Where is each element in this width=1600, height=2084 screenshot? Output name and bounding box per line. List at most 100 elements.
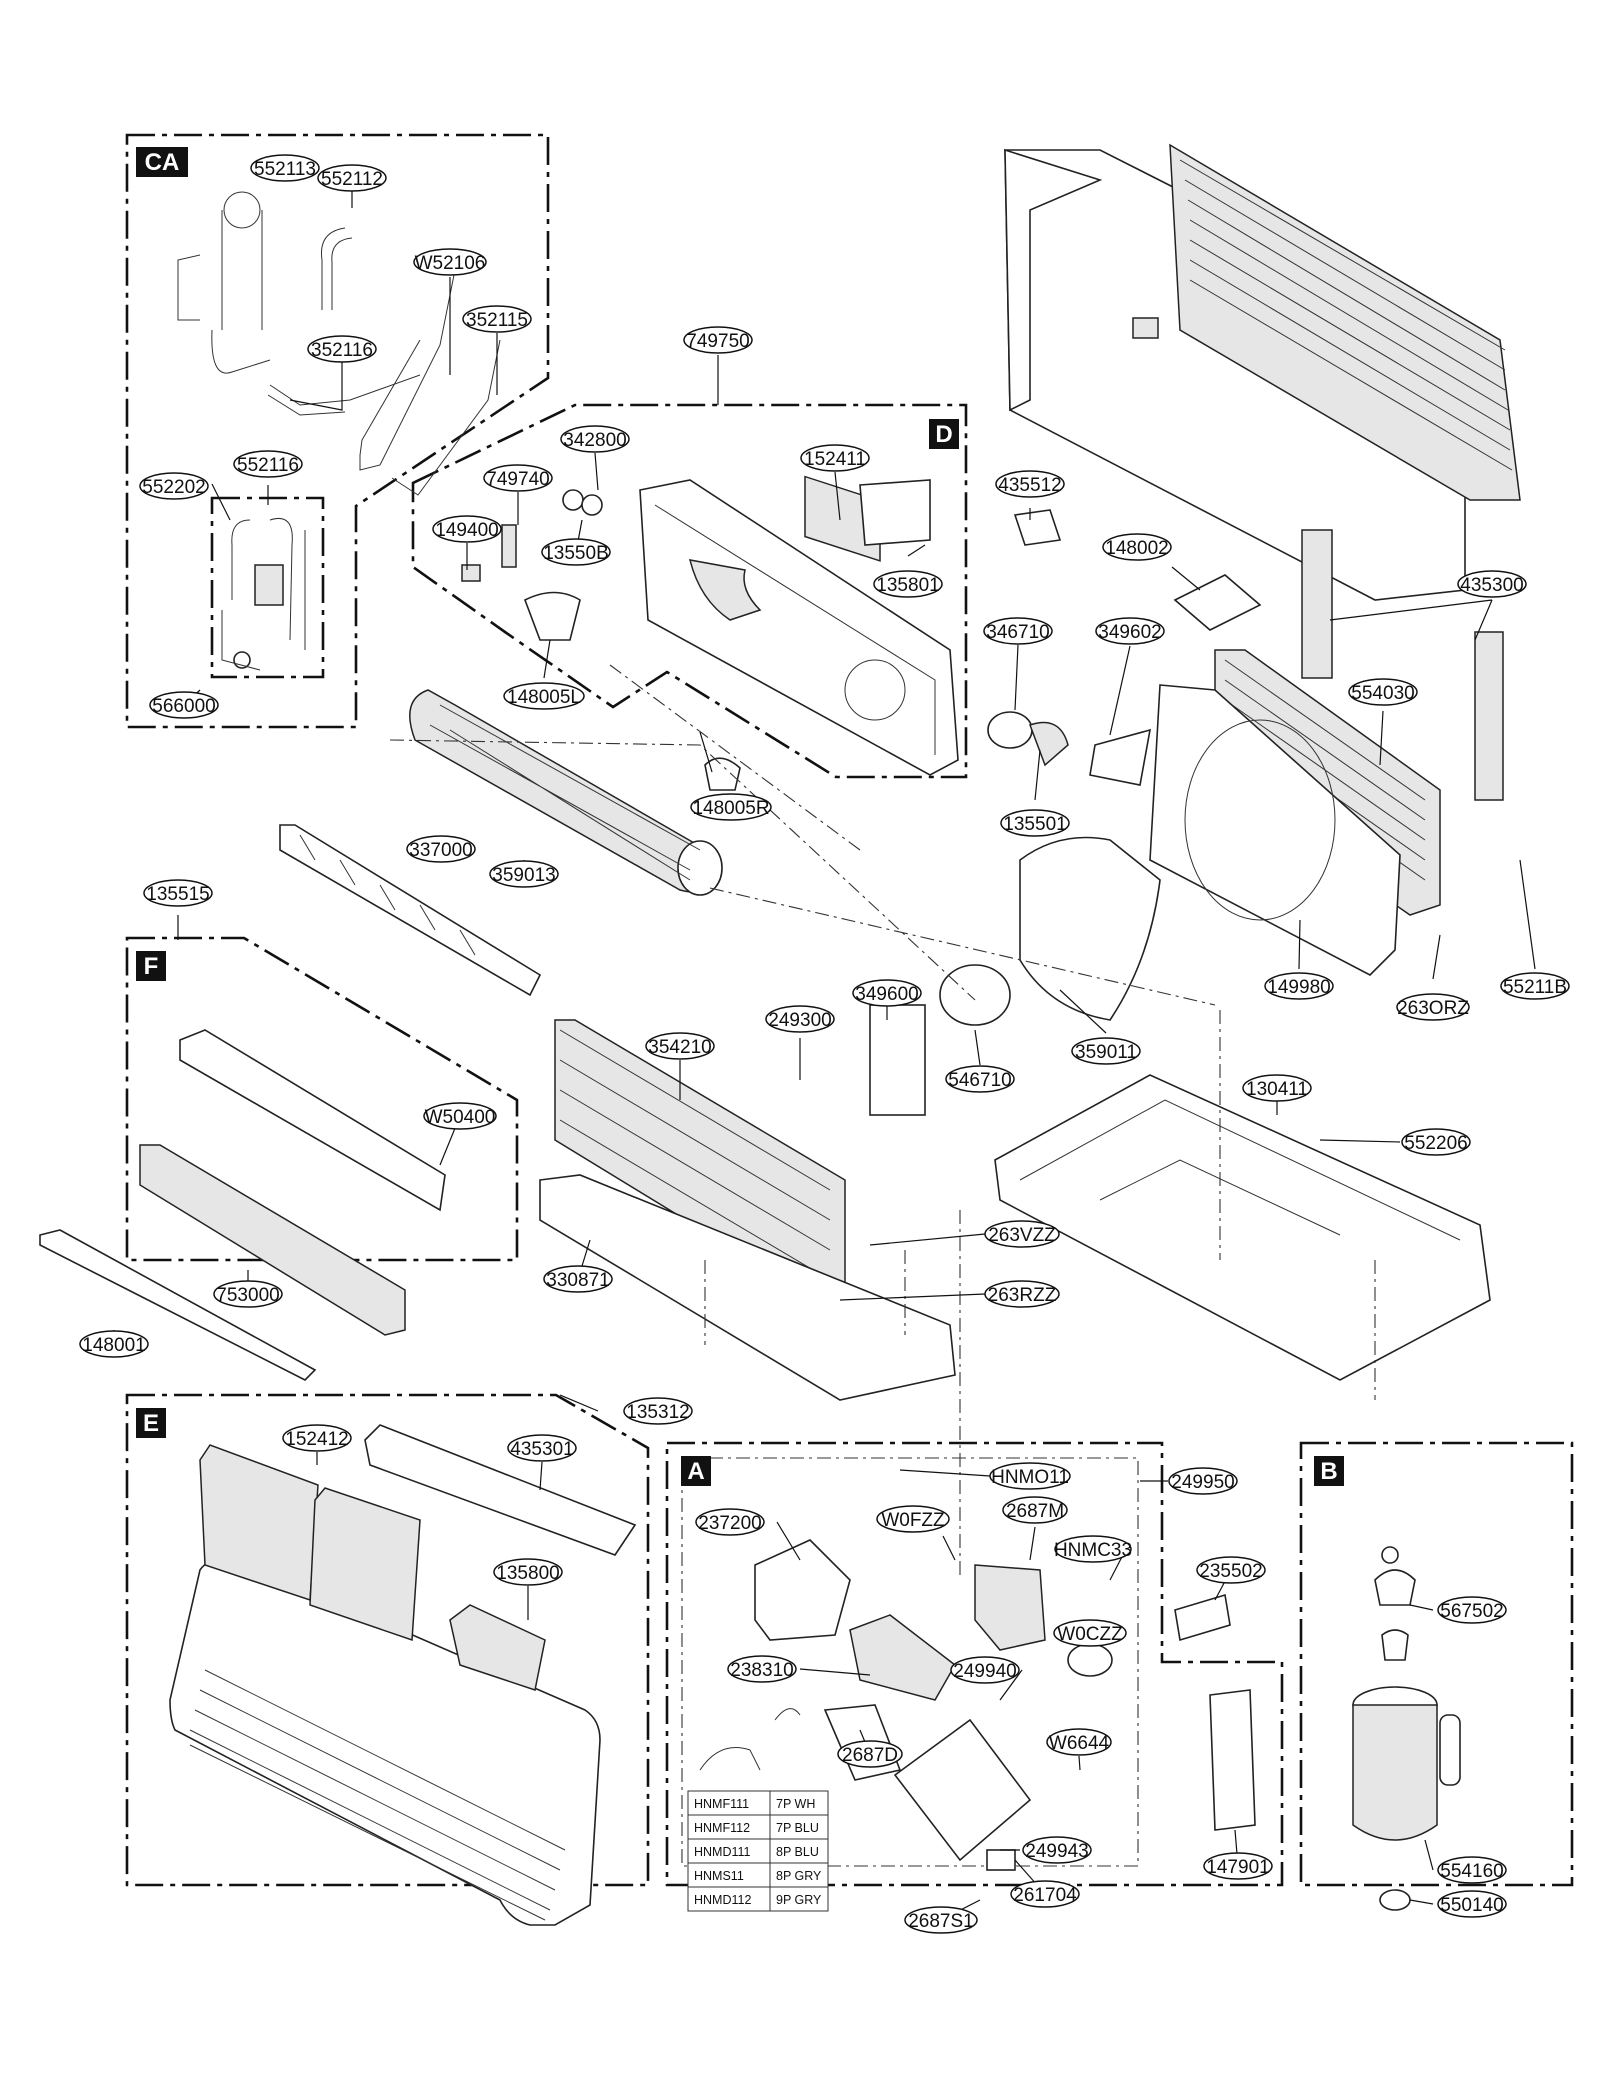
callout-W0CZZ[interactable]: W0CZZ <box>1053 1619 1127 1647</box>
fan-shroud-drawing <box>1149 684 1401 976</box>
callout-552206[interactable]: 552206 <box>1401 1128 1471 1156</box>
callout-352116[interactable]: 352116 <box>307 335 377 363</box>
callout-label-149400: 149400 <box>435 520 498 541</box>
callout-354210[interactable]: 354210 <box>645 1032 715 1060</box>
callout-149400[interactable]: 149400 <box>432 515 502 543</box>
wire-table-row: HNMF112 7P BLU <box>687 1814 829 1840</box>
callout-552112[interactable]: 552112 <box>317 164 387 192</box>
callout-label-249943: 249943 <box>1025 1841 1088 1862</box>
callout-152411[interactable]: 152411 <box>800 444 870 472</box>
wire-spec: 8P GRY <box>776 1869 822 1883</box>
callout-337000[interactable]: 337000 <box>406 835 476 863</box>
callout-237200[interactable]: 237200 <box>695 1508 765 1536</box>
callout-label-554160: 554160 <box>1440 1861 1503 1882</box>
callout-label-148005L: 148005L <box>507 687 581 708</box>
callout-349602[interactable]: 349602 <box>1095 617 1165 645</box>
section-label-f: F <box>144 953 159 980</box>
wire-spec: 7P WH <box>776 1797 815 1811</box>
callout-552113[interactable]: 552113 <box>250 154 320 182</box>
callout-label-435512: 435512 <box>998 475 1061 496</box>
heater-coil-drawing <box>139 1144 406 1336</box>
capacitor-drawing <box>1067 1643 1113 1677</box>
callout-152412[interactable]: 152412 <box>282 1424 352 1452</box>
callout-55211B[interactable]: 55211B <box>1500 972 1570 1000</box>
side-bracket-drawing <box>1474 631 1504 801</box>
blower-wheel-drawing <box>409 689 723 896</box>
callout-435301[interactable]: 435301 <box>507 1434 577 1462</box>
callout-135800[interactable]: 135800 <box>493 1558 563 1586</box>
callout-148001[interactable]: 148001 <box>79 1330 149 1358</box>
callout-135515[interactable]: 135515 <box>143 879 213 907</box>
callout-550140[interactable]: 550140 <box>1437 1890 1507 1918</box>
callout-249950[interactable]: 249950 <box>1168 1467 1238 1495</box>
callout-567502[interactable]: 567502 <box>1437 1596 1507 1624</box>
callout-552202[interactable]: 552202 <box>139 472 209 500</box>
callout-249300[interactable]: 249300 <box>765 1005 835 1033</box>
compressor-drawing <box>1352 1546 1461 1911</box>
display-board-drawing <box>849 1614 956 1701</box>
callout-W52106[interactable]: W52106 <box>413 248 487 276</box>
callout-238310[interactable]: 238310 <box>727 1655 797 1683</box>
callout-label-13550B: 13550B <box>543 543 609 564</box>
callout-148002[interactable]: 148002 <box>1102 533 1172 561</box>
callout-W50400[interactable]: W50400 <box>423 1102 497 1130</box>
callout-2687M[interactable]: 2687M <box>1002 1496 1068 1524</box>
callout-label-359011: 359011 <box>1075 1042 1137 1063</box>
callout-135801[interactable]: 135801 <box>873 570 943 598</box>
callout-135312[interactable]: 135312 <box>623 1397 693 1425</box>
callout-249943[interactable]: 249943 <box>1022 1836 1092 1864</box>
callout-label-238310: 238310 <box>730 1660 793 1681</box>
callout-263RZZ[interactable]: 263RZZ <box>984 1280 1060 1308</box>
callout-263ORZ[interactable]: 263ORZ <box>1396 993 1470 1021</box>
callout-261704[interactable]: 261704 <box>1010 1880 1080 1908</box>
callout-label-263VZZ: 263VZZ <box>988 1225 1056 1246</box>
callout-566000[interactable]: 566000 <box>149 691 219 719</box>
callout-label-346710: 346710 <box>986 622 1049 643</box>
callout-546710[interactable]: 546710 <box>945 1065 1015 1093</box>
callout-label-237200: 237200 <box>698 1513 761 1534</box>
callout-label-349600: 349600 <box>855 984 918 1005</box>
callout-13550B[interactable]: 13550B <box>541 538 611 566</box>
section-tag-d: D <box>929 419 959 449</box>
callout-554030[interactable]: 554030 <box>1348 678 1418 706</box>
callout-130411[interactable]: 130411 <box>1242 1074 1312 1102</box>
callout-235502[interactable]: 235502 <box>1196 1556 1266 1584</box>
callout-HNMO11[interactable]: HNMO11 <box>989 1462 1071 1490</box>
callout-149980[interactable]: 149980 <box>1264 972 1334 1000</box>
callout-W6644[interactable]: W6644 <box>1046 1728 1112 1756</box>
callout-label-435301: 435301 <box>510 1439 573 1460</box>
callout-135501[interactable]: 135501 <box>1000 809 1070 837</box>
callout-359011[interactable]: 359011 <box>1071 1037 1141 1065</box>
callout-148005R[interactable]: 148005R <box>690 793 772 821</box>
callout-label-W0FZZ: W0FZZ <box>881 1510 945 1531</box>
callout-435300[interactable]: 435300 <box>1457 570 1527 598</box>
callout-W0FZZ[interactable]: W0FZZ <box>876 1505 950 1533</box>
wire-code: HNMF111 <box>694 1797 749 1811</box>
callout-2687D[interactable]: 2687D <box>837 1740 903 1768</box>
callout-554160[interactable]: 554160 <box>1437 1856 1507 1884</box>
callout-552116[interactable]: 552116 <box>233 450 303 478</box>
bracket-148001-drawing <box>39 1229 317 1381</box>
callout-349600[interactable]: 349600 <box>852 979 922 1007</box>
callout-147901[interactable]: 147901 <box>1203 1852 1273 1880</box>
callout-148005L[interactable]: 148005L <box>503 682 585 710</box>
grille-slats <box>299 834 476 956</box>
callout-263VZZ[interactable]: 263VZZ <box>984 1220 1060 1248</box>
callout-label-235502: 235502 <box>1199 1561 1262 1582</box>
callout-label-W52106: W52106 <box>415 253 486 274</box>
callout-435512[interactable]: 435512 <box>995 470 1065 498</box>
callout-342800[interactable]: 342800 <box>560 425 630 453</box>
callout-2687S1[interactable]: 2687S1 <box>904 1906 978 1934</box>
callout-HNMC33[interactable]: HNMC33 <box>1054 1535 1132 1563</box>
callout-346710[interactable]: 346710 <box>983 617 1053 645</box>
callout-352115[interactable]: 352115 <box>462 305 532 333</box>
callout-749750[interactable]: 749750 <box>683 326 753 354</box>
callout-330871[interactable]: 330871 <box>543 1265 613 1293</box>
callout-749740[interactable]: 749740 <box>483 464 553 492</box>
callout-359013[interactable]: 359013 <box>489 860 559 888</box>
callout-753000[interactable]: 753000 <box>213 1280 283 1308</box>
callout-249940[interactable]: 249940 <box>950 1656 1020 1684</box>
callout-label-148005R: 148005R <box>692 798 769 819</box>
callout-label-330871: 330871 <box>546 1270 609 1291</box>
drain-pan-drawing <box>539 1174 956 1401</box>
